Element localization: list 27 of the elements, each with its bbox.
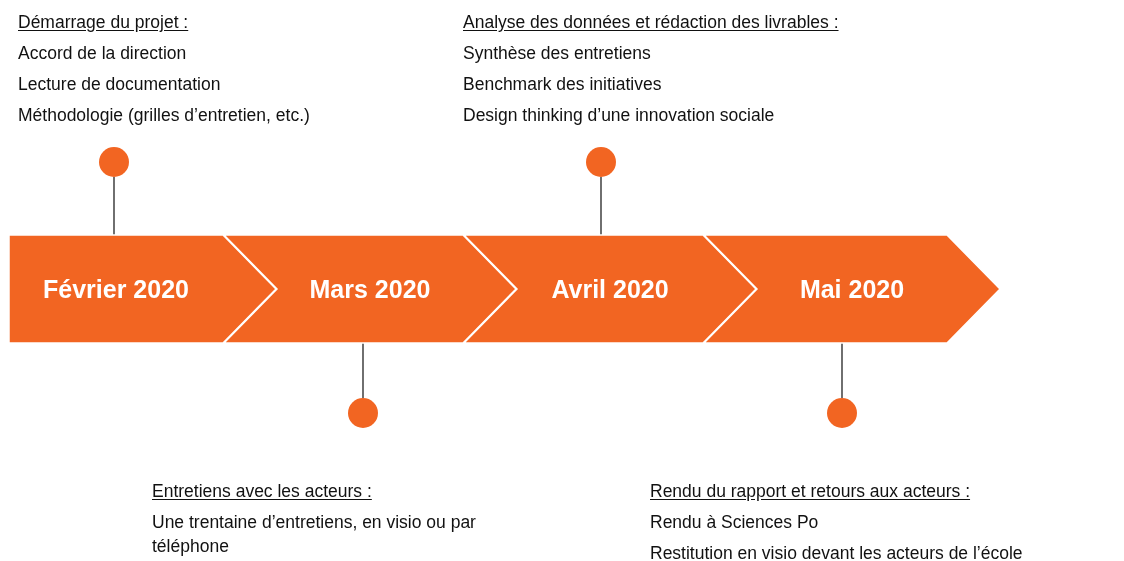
timeline-segment — [224, 235, 516, 343]
milestone-dot — [586, 147, 616, 177]
connector-line — [600, 176, 602, 236]
month-label: Avril 2020 — [551, 274, 669, 304]
task-item: Synthèse des entretiens — [463, 42, 651, 65]
task-item: Une trentaine d’entretiens, en visio ou par téléphone — [152, 511, 477, 558]
task-item: Accord de la direction — [18, 42, 187, 65]
task-item: Rendu à Sciences Po — [650, 511, 819, 534]
task-item: Benchmark des initiatives — [463, 73, 662, 96]
milestone-dot — [827, 398, 857, 428]
month-label: Mai 2020 — [799, 274, 905, 304]
milestone-heading: Rendu du rapport et retours aux acteurs : — [650, 480, 971, 503]
month-label: Mars 2020 — [309, 274, 431, 304]
milestone-dot — [99, 147, 129, 177]
timeline-segment — [704, 235, 1000, 343]
task-item: Lecture de documentation — [18, 73, 221, 96]
connector-line — [841, 342, 843, 399]
milestone-heading: Entretiens avec les acteurs : — [152, 480, 372, 503]
task-item: Design thinking d’une innovation sociale — [463, 104, 775, 127]
task-item: Méthodologie (grilles d’entretien, etc.) — [18, 104, 310, 127]
milestone-heading: Analyse des données et rédaction des livrables : — [463, 11, 839, 34]
connector-line — [362, 342, 364, 399]
milestone-heading: Démarrage du projet : — [18, 11, 189, 34]
timeline-segment — [464, 235, 756, 343]
milestone-dot — [348, 398, 378, 428]
task-item: Restitution en visio devant les acteurs de l’école — [650, 542, 1023, 561]
connector-line — [113, 176, 115, 236]
